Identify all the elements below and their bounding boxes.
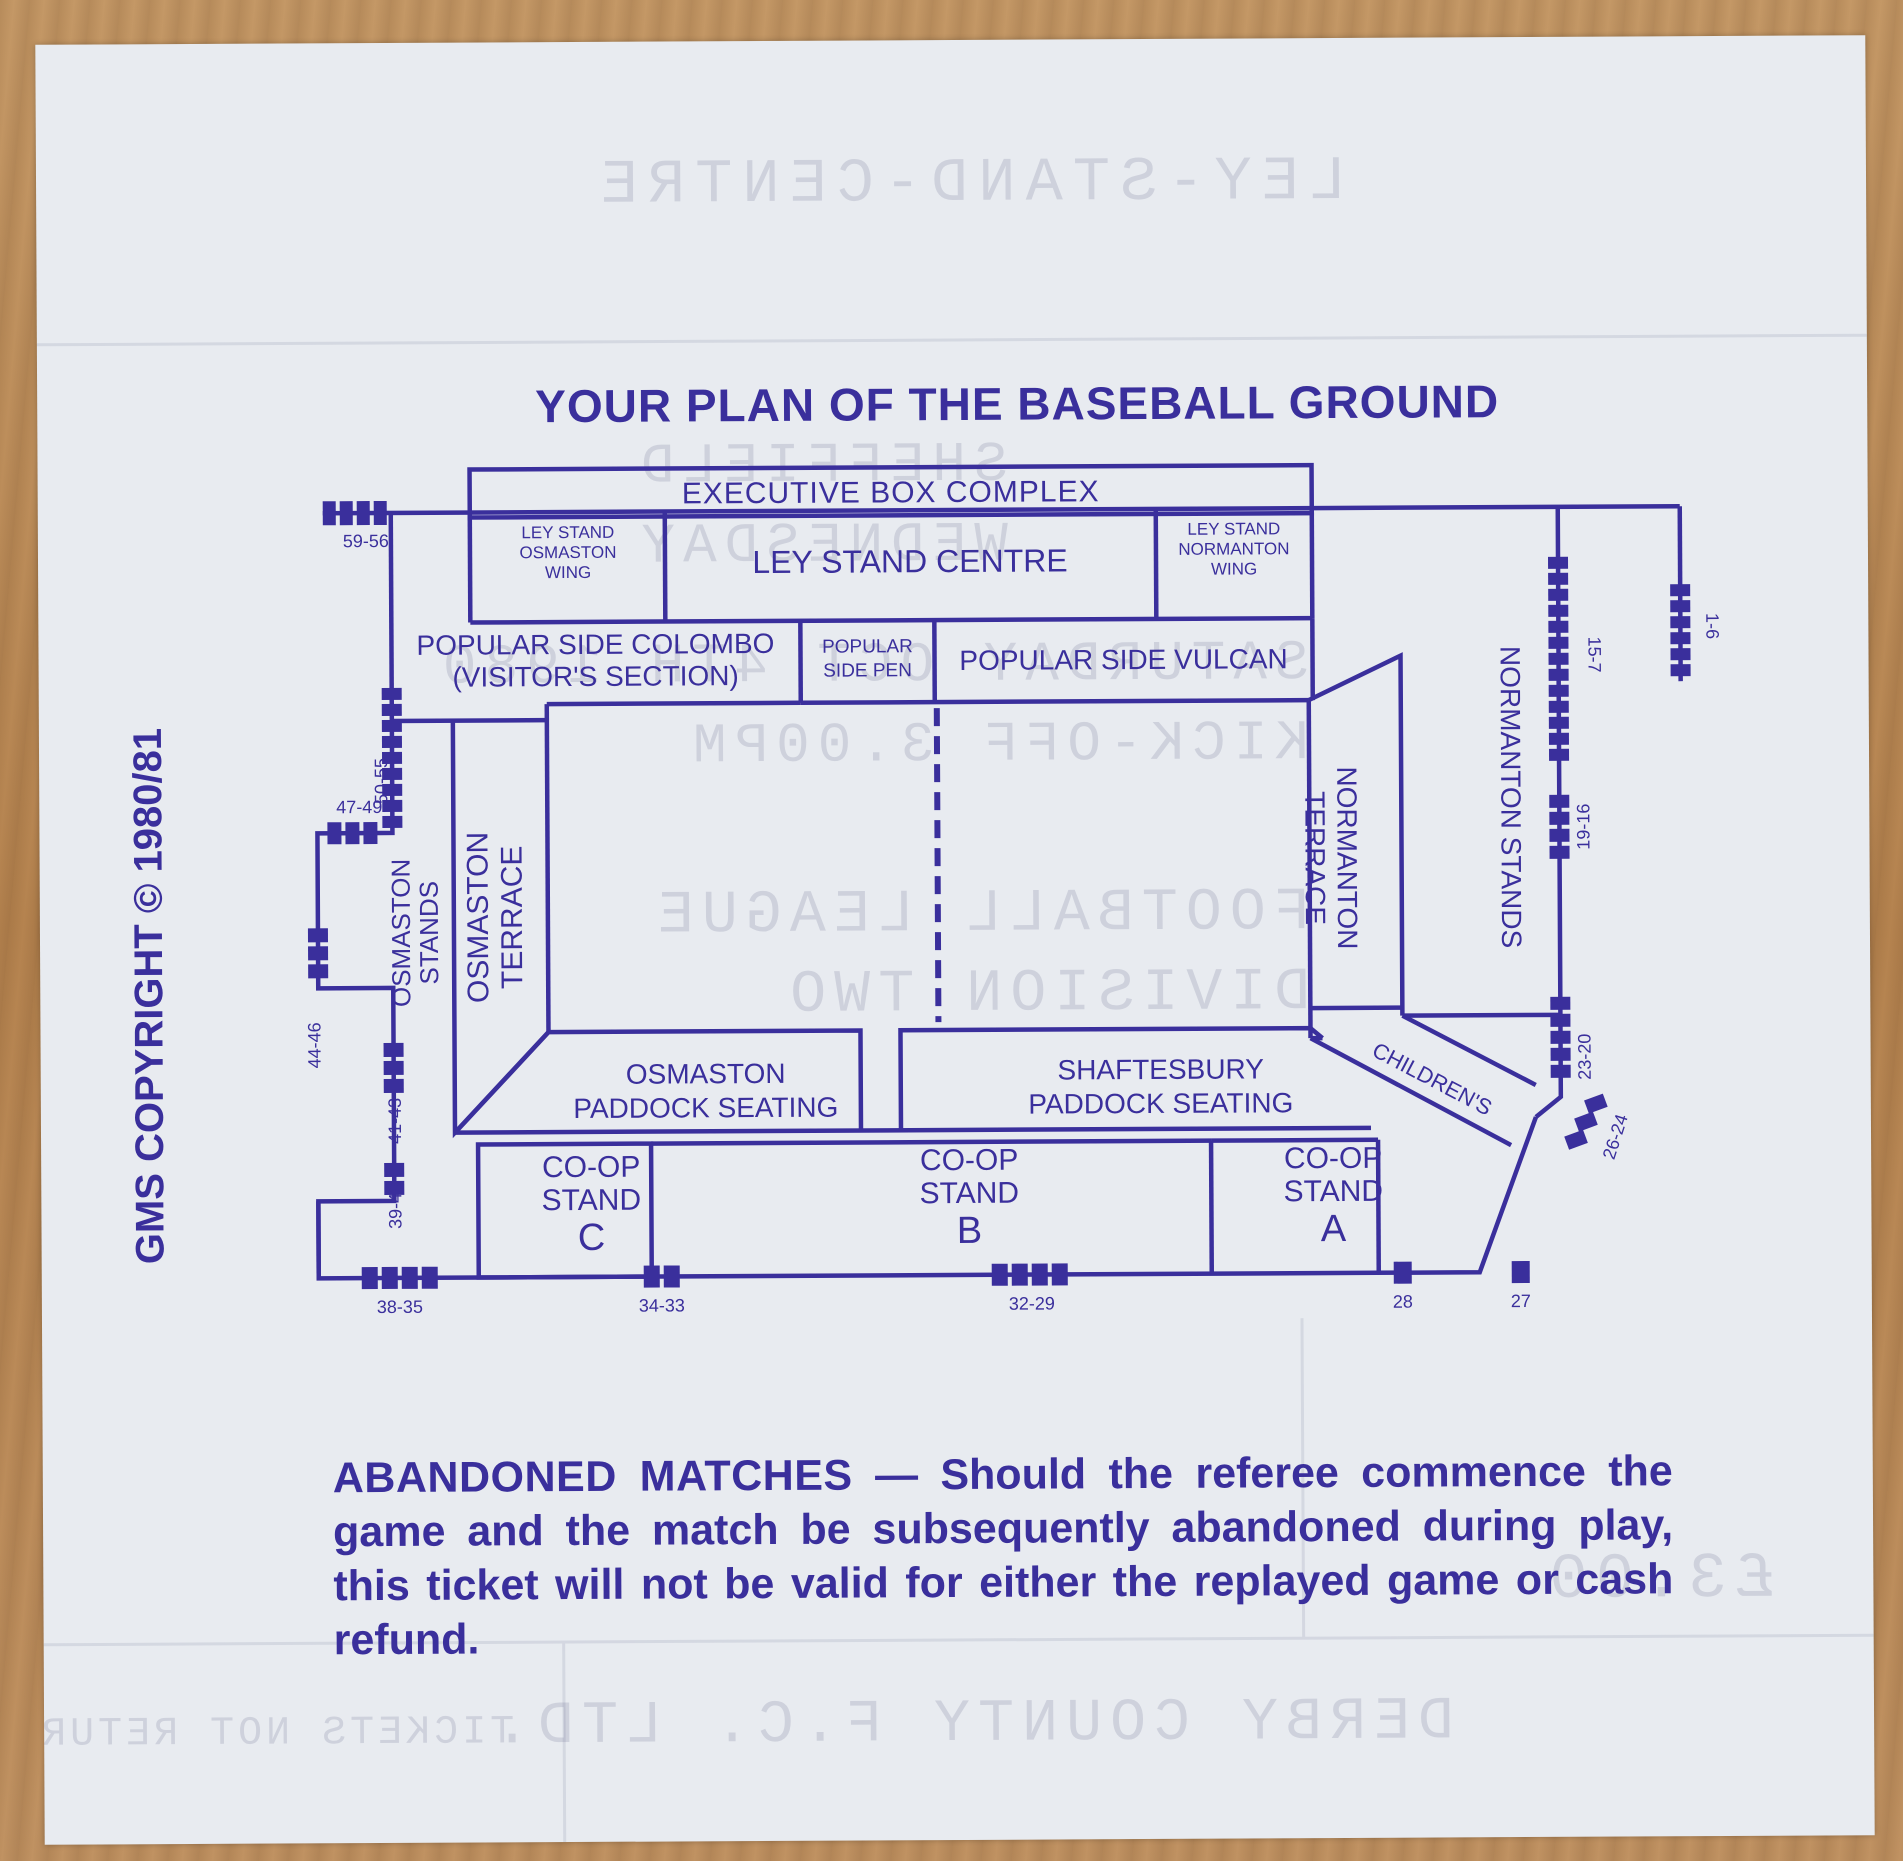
turnstile-label-47-49: 47-49 bbox=[336, 797, 382, 817]
shaftesbury-label-1: SHAFTESBURY bbox=[1057, 1053, 1264, 1085]
turnstile-label-26-24: 26-24 bbox=[1599, 1112, 1632, 1162]
turnstile-label-44-46: 44-46 bbox=[304, 1022, 324, 1068]
turnstile-label-41-43: 41-43 bbox=[385, 1098, 405, 1144]
osmaston-paddock-label-1: OSMASTON bbox=[626, 1058, 786, 1090]
normanton-stands-label: NORMANTON STANDS bbox=[1494, 646, 1527, 948]
turnstile-label-23-20: 23-20 bbox=[1574, 1034, 1594, 1080]
turnstile-label-32-29: 32-29 bbox=[1009, 1293, 1055, 1313]
executive-box-outline bbox=[467, 462, 1315, 520]
executive-box-label: EXECUTIVE BOX COMPLEX bbox=[682, 475, 1100, 510]
vulcan-label: POPULAR SIDE VULCAN bbox=[959, 643, 1287, 676]
ley-centre-label: LEY STAND CENTRE bbox=[752, 542, 1068, 580]
osmaston-stands-label-1: OSMASTON bbox=[386, 859, 417, 1007]
coop-c-label-2: STAND bbox=[542, 1184, 642, 1218]
ley-osmaston-label-2: OSMASTON bbox=[519, 543, 616, 563]
ground-plan: YOUR PLAN OF THE BASEBALL GROUND bbox=[304, 375, 1722, 1317]
coop-c-label-1: CO-OP bbox=[542, 1151, 641, 1185]
osmaston-terrace-label-2: TERRACE bbox=[496, 846, 530, 990]
shaftesbury-label-2: PADDOCK SEATING bbox=[1028, 1087, 1293, 1119]
colombo-label-1: POPULAR SIDE COLOMBO bbox=[416, 628, 774, 661]
coop-b-label-3: B bbox=[957, 1210, 983, 1252]
coop-b-label-1: CO-OP bbox=[920, 1144, 1019, 1178]
ley-normanton-label-3: WING bbox=[1211, 559, 1257, 578]
turnstile-label-34-33: 34-33 bbox=[639, 1295, 685, 1315]
ley-normanton-label-2: NORMANTON bbox=[1178, 539, 1289, 559]
ticket-back: LEY-STAND-CENTRE SHEFFIELD WEDNESDAY SAT… bbox=[35, 35, 1875, 1845]
turnstile-label-50-55: 50-55 bbox=[371, 758, 391, 804]
turnstile-label-15-7: 15-7 bbox=[1584, 637, 1604, 673]
plan-title: YOUR PLAN OF THE BASEBALL GROUND bbox=[535, 375, 1499, 432]
ghost-line-9: DERBY COUNTY F.C. LTD. bbox=[486, 1688, 1454, 1761]
turnstile-label-38-35: 38-35 bbox=[377, 1297, 423, 1317]
osmaston-terrace-label-1: OSMASTON bbox=[461, 832, 495, 1003]
ley-osmaston-label-1: LEY STAND bbox=[521, 523, 614, 542]
pen-label-1: POPULAR bbox=[822, 636, 913, 657]
notice-heading: ABANDONED MATCHES bbox=[332, 1451, 853, 1503]
turnstile-label-1-6: 1-6 bbox=[1702, 613, 1722, 639]
turnstile-label-28: 28 bbox=[1393, 1292, 1413, 1312]
copyright-block: GMS COPYRIGHT © 1980/81 bbox=[126, 728, 173, 1265]
coop-b-label-2: STAND bbox=[920, 1177, 1020, 1211]
osmaston-stands-label-2: STANDS bbox=[414, 881, 445, 985]
osmaston-paddock-label-2: PADDOCK SEATING bbox=[573, 1092, 838, 1124]
ley-osmaston-label-3: WING bbox=[545, 563, 591, 582]
abandoned-matches-notice: ABANDONED MATCHES — Should the referee c… bbox=[333, 1444, 1674, 1667]
pen-label-2: SIDE PEN bbox=[823, 660, 912, 681]
coop-a-label-3: A bbox=[1321, 1208, 1347, 1250]
turnstile-label-27: 27 bbox=[1511, 1291, 1531, 1311]
copyright-text: GMS COPYRIGHT © 1980/81 bbox=[126, 728, 173, 1265]
ghost-line-10: TICKETS NOT RETURNED bbox=[35, 1710, 514, 1758]
turnstile-label-19-16: 19-16 bbox=[1573, 804, 1593, 850]
normanton-terrace-label-2: TERRACE bbox=[1299, 791, 1331, 925]
ley-normanton-label-1: LEY STAND bbox=[1187, 519, 1280, 538]
coop-a-label-1: CO-OP bbox=[1284, 1142, 1383, 1176]
coop-c-label-3: C bbox=[578, 1217, 606, 1259]
turnstile-label-39-40: 39-40 bbox=[385, 1183, 405, 1229]
notice-dash: — bbox=[852, 1451, 941, 1500]
turnstile-blocks bbox=[307, 500, 1691, 1290]
colombo-label-2: (VISITOR'S SECTION) bbox=[452, 660, 739, 692]
turnstile-label-59-56: 59-56 bbox=[343, 531, 389, 551]
coop-a-label-2: STAND bbox=[1284, 1175, 1384, 1209]
normanton-terrace-label-1: NORMANTON bbox=[1331, 766, 1363, 949]
